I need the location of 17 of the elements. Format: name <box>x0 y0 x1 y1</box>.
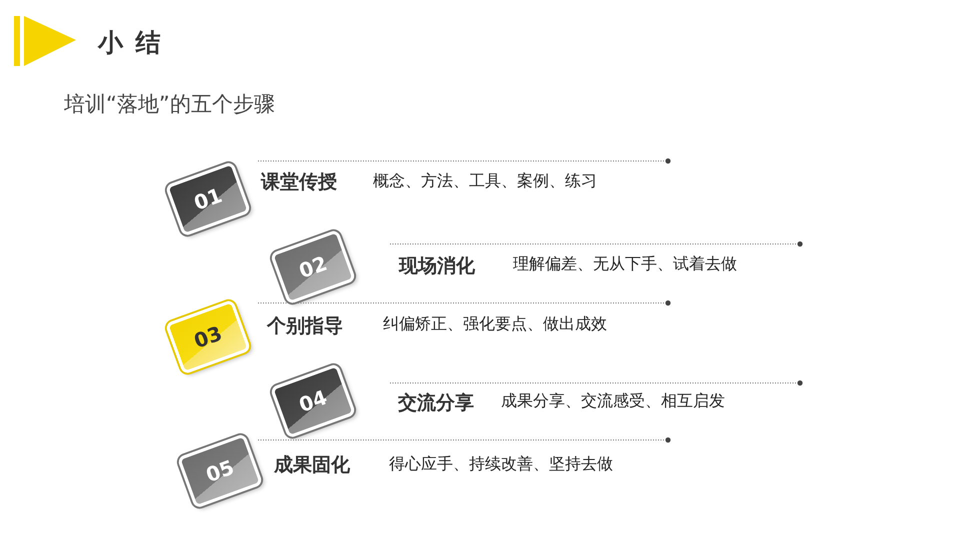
step-number-tile: 04 <box>270 363 356 439</box>
step-number-tile: 01 <box>164 161 252 237</box>
slide-title: 小 结 <box>98 27 163 59</box>
step-description: 理解偏差、无从下手、试着去做 <box>513 254 737 275</box>
step-heading: 课堂传授 <box>261 170 337 195</box>
step-description: 成果分享、交流感受、相互启发 <box>501 391 725 412</box>
step-heading: 成果固化 <box>274 453 350 478</box>
step-description: 纠偏矫正、强化要点、做出成效 <box>383 314 607 335</box>
step-heading: 交流分享 <box>398 391 474 416</box>
step-number-tile: 05 <box>176 433 264 509</box>
step-number-tile: 03 <box>164 299 252 375</box>
step-description: 概念、方法、工具、案例、练习 <box>373 171 597 192</box>
step-heading: 现场消化 <box>399 254 475 279</box>
subtitle: 培训“落地”的五个步骤 <box>64 91 275 118</box>
step-description: 得心应手、持续改善、坚持去做 <box>389 454 613 475</box>
step-heading: 个别指导 <box>267 314 343 339</box>
step-number-tile: 02 <box>270 229 356 305</box>
